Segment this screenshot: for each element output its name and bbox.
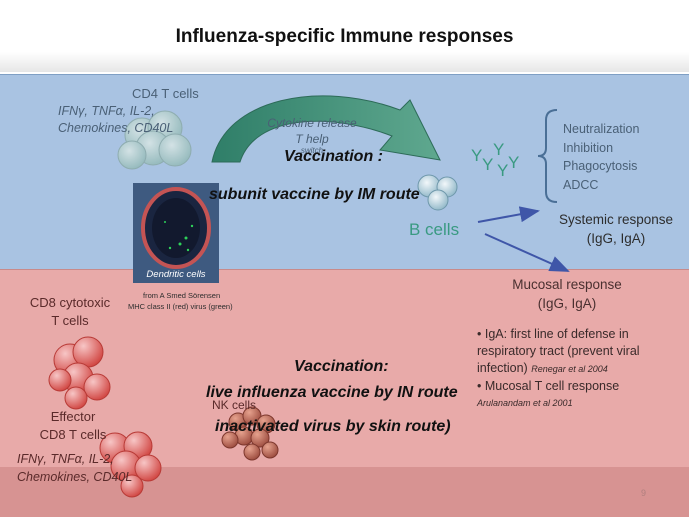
cd4-cytokines-line1: IFNγ, TNFα, IL-2, xyxy=(58,104,155,118)
vaccination-in-heading: Vaccination: xyxy=(294,358,389,375)
nk-cell-cluster xyxy=(221,406,279,461)
dendritic-credit-line1: from A Smed Sörensen xyxy=(143,291,221,300)
svg-text:Y: Y xyxy=(493,140,504,159)
vaccination-in-route: live influenza vaccine by IN route xyxy=(206,384,458,401)
arulanandam-reference: Arulanandam et al 2001 xyxy=(477,398,573,408)
effector-cd8-cluster xyxy=(99,431,162,498)
effector-line1: Effector xyxy=(50,409,96,424)
dendritic-cell-image xyxy=(133,183,219,283)
function-adcc: ADCC xyxy=(563,177,599,192)
svg-text:Y: Y xyxy=(482,155,493,174)
cd8-line1: CD8 cytotoxic xyxy=(29,295,111,310)
cytokine-release-line1: Cytokine release xyxy=(267,116,357,130)
bullet-mucosal-t: • Mucosal T cell response xyxy=(477,379,620,393)
cd4-label: CD4 T cells xyxy=(132,86,199,101)
cd4-cytokines-line2: Chemokines, CD40L xyxy=(58,121,174,135)
effector-cytokines: IFNγ, TNFα, IL-2, Chemokines, CD40L xyxy=(17,450,132,486)
mucosal-response-title: Mucosal response xyxy=(512,277,622,292)
effector-cd8-label: Effector CD8 T cells xyxy=(23,408,123,444)
svg-text:Y: Y xyxy=(508,153,519,172)
svg-text:Y: Y xyxy=(471,146,482,165)
cytokine-release-line2: T help xyxy=(295,132,329,146)
cd8-cytotoxic-label: CD8 cytotoxic T cells xyxy=(20,294,120,330)
bullet-iga-line3-text: infection) xyxy=(477,361,528,375)
effector-cytokines-line2: Chemokines, CD40L xyxy=(17,470,133,484)
effector-cytokines-line1: IFNγ, TNFα, IL-2, xyxy=(17,452,114,466)
bullet-iga-line1: • IgA: first line of defense in xyxy=(477,327,629,341)
function-bracket xyxy=(537,109,558,203)
svg-text:Y: Y xyxy=(497,161,508,180)
systemic-response: Systemic response (IgG, IgA) xyxy=(548,210,684,248)
mucosal-arrow xyxy=(484,233,570,272)
function-inhibition: Inhibition xyxy=(563,140,614,155)
mucosal-bullets: • IgA: first line of defense in respirat… xyxy=(477,326,640,412)
cytokine-release-line3: switch xyxy=(300,146,324,155)
renegar-reference: Renegar et al 2004 xyxy=(531,364,608,374)
cd8-cell-cluster xyxy=(48,336,111,410)
header-band xyxy=(0,52,689,72)
antibody-icons: Y Y Y Y Y xyxy=(471,140,519,180)
function-neutralization: Neutralization xyxy=(563,122,640,136)
cytokine-release-text: Cytokine release T help switch xyxy=(262,115,362,155)
systemic-arrow xyxy=(477,206,540,223)
vaccination-im-heading: Vaccination : xyxy=(284,148,383,165)
nk-cells-label: NK cells xyxy=(212,398,257,412)
vaccination-im-route: subunit vaccine by IM route xyxy=(209,186,420,203)
mucosal-response-isotypes: (IgG, IgA) xyxy=(537,296,597,311)
function-phagocytosis: Phagocytosis xyxy=(563,159,638,173)
antibody-functions-list: Neutralization Inhibition Phagocytosis A… xyxy=(563,120,639,194)
dendritic-credit-line2: MHC class II (red) virus (green) xyxy=(128,302,233,311)
bullet-iga-line2: respiratory tract (prevent viral xyxy=(477,344,640,358)
systemic-response-isotypes: (IgG, IgA) xyxy=(586,231,646,246)
dendritic-cells-label: Dendritic cells xyxy=(146,269,206,280)
b-cell-cluster xyxy=(417,174,458,211)
systemic-response-title: Systemic response xyxy=(558,212,674,227)
vaccination-skin-route: inactivated virus by skin route) xyxy=(215,418,451,435)
cd4-cytokines: IFNγ, TNFα, IL-2, Chemokines, CD40L xyxy=(58,103,173,137)
dendritic-credit: from A Smed Sörensen MHC class II (red) … xyxy=(128,290,233,312)
slide-title: Influenza-specific Immune responses xyxy=(175,26,514,47)
cd8-line2: T cells xyxy=(51,313,89,328)
mucosal-response: Mucosal response (IgG, IgA) xyxy=(497,275,637,313)
bullet-iga-line3: infection) Renegar et al 2004 xyxy=(477,360,640,378)
b-cells-label: B cells xyxy=(409,220,460,239)
cytokine-arrow xyxy=(211,95,441,163)
cd4-cell-cluster xyxy=(117,110,192,170)
effector-line2: CD8 T cells xyxy=(39,427,107,442)
page-number: 9 xyxy=(641,488,647,498)
